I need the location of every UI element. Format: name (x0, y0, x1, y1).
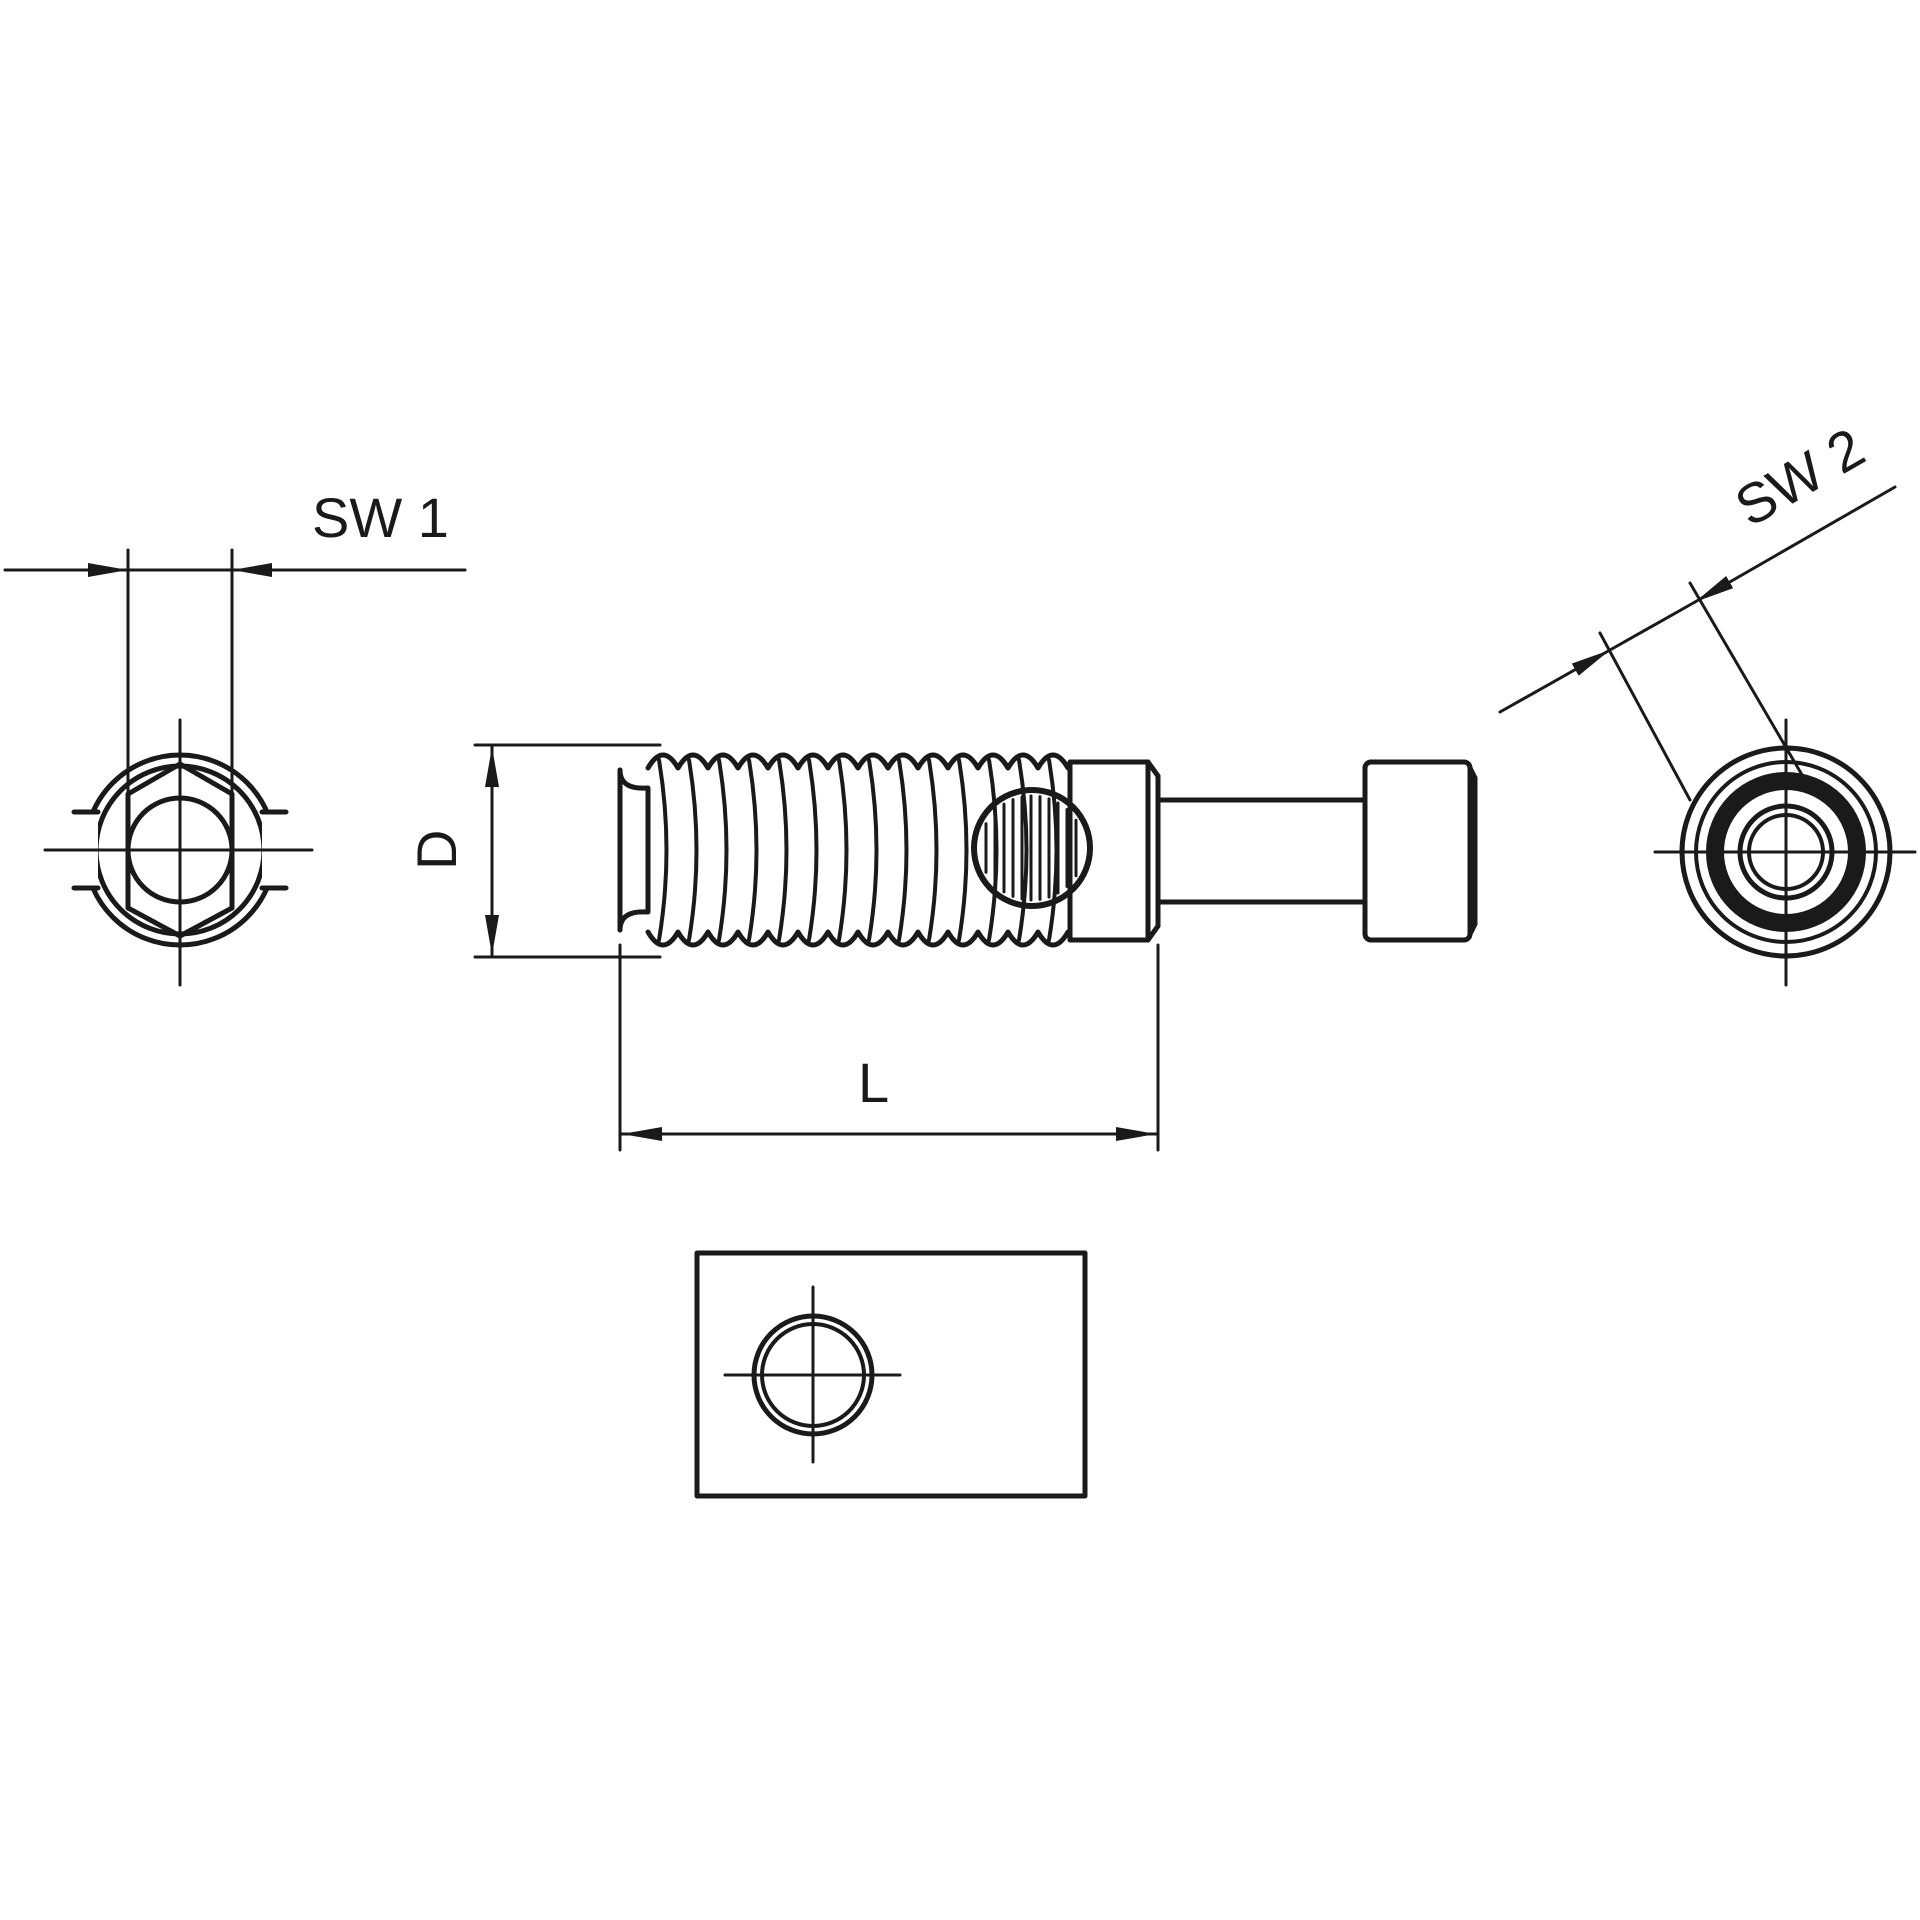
sw2-dim-line-right (1693, 485, 1897, 604)
thread-bottom-crests (645, 929, 1071, 948)
thread-body-outline (617, 767, 651, 933)
sw2-label: SW 2 (1725, 415, 1875, 538)
block-outline (694, 1250, 1088, 1499)
sw2-dim-line-left (1498, 648, 1612, 714)
ball-hatching (984, 794, 1078, 902)
thread-flank (1017, 758, 1029, 942)
thread-flank (717, 758, 729, 942)
side-view: D L (405, 743, 1478, 1152)
sw2-dim-line-between (1608, 600, 1697, 652)
thread-flank (927, 758, 939, 942)
thread-flank (957, 758, 969, 942)
thread-flank (897, 758, 909, 942)
thread-flank (657, 758, 669, 942)
sw1-label: SW 1 (312, 486, 449, 549)
thread-flank (867, 758, 879, 942)
bolt-head (1362, 759, 1473, 943)
sw2-ext-1 (1598, 631, 1692, 802)
thread-flank (687, 758, 699, 942)
thread-flank (777, 758, 789, 942)
bottom-view (694, 1250, 1088, 1499)
thread-flank (807, 758, 819, 942)
right-end-view: SW 2 (1498, 415, 1917, 987)
left-end-view: SW 1 (3, 486, 467, 987)
thread-top-crests (645, 752, 1071, 771)
ball (971, 787, 1093, 909)
collar (1067, 759, 1151, 943)
l-label: L (858, 1051, 889, 1114)
thread-flank (747, 758, 759, 942)
d-label: D (405, 830, 468, 870)
sw2-ext-2 (1688, 581, 1807, 782)
thread-flanks (657, 758, 1059, 942)
thread-flank (837, 758, 849, 942)
